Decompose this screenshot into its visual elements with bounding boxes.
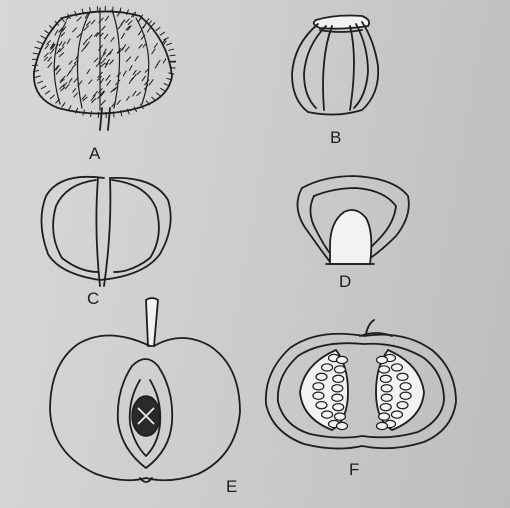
figure-label-f: F (349, 460, 360, 479)
fruit-c-drawing (40, 175, 172, 287)
figure-label-a: A (89, 144, 101, 163)
figure-label-c: C (87, 289, 100, 308)
fruit-e-drawing (49, 297, 241, 483)
figure-label-b: B (330, 128, 342, 147)
fruit-a-drawing (32, 5, 177, 131)
fruit-a-hairs (32, 5, 177, 118)
fruit-f-seeds (312, 353, 412, 431)
fruit-f-drawing (265, 319, 457, 450)
figure-label-d: D (339, 272, 352, 291)
fruit-d-drawing (296, 175, 410, 265)
figure-label-e: E (226, 477, 238, 496)
fruit-b-drawing (291, 14, 380, 116)
